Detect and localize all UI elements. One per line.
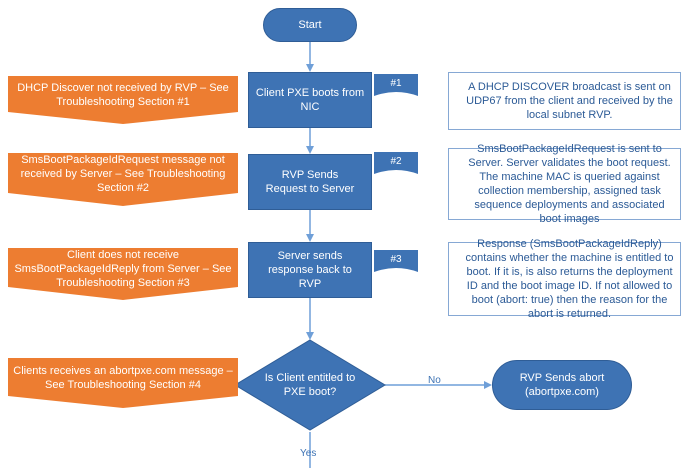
- note-1: A DHCP DISCOVER broadcast is sent on UDP…: [455, 72, 681, 130]
- start-terminator: Start: [263, 8, 357, 42]
- tag-label-2: #2: [390, 156, 402, 167]
- problem-shape-4: [8, 358, 238, 408]
- edge-label-yes: Yes: [300, 448, 317, 459]
- tag-shape-2: [374, 152, 418, 174]
- note-3: Response (SmsBootPackageIdReply) contain…: [455, 238, 681, 320]
- problem-text-1: DHCP Discover not received by RVP – See …: [17, 82, 229, 108]
- tag-label-3: #3: [390, 254, 402, 265]
- problem-text-4: Clients receives an abortpxe.com message…: [13, 365, 233, 391]
- note-bracket-1: [448, 72, 456, 130]
- decision-diamond: [234, 339, 386, 431]
- problem-text-2: SmsBootPackageIdRequest message not rece…: [20, 154, 226, 194]
- problem-shape-2: [8, 153, 238, 206]
- tag-shape-3: [374, 250, 418, 272]
- tag-shape-1: [374, 74, 418, 96]
- edge-label-no: No: [428, 375, 441, 386]
- note-bracket-3: [448, 242, 456, 316]
- abort-terminator: RVP Sends abort (abortpxe.com): [492, 360, 632, 410]
- note-2: SmsBootPackageIdRequest is sent to Serve…: [455, 143, 681, 225]
- problem-shape-1: [8, 76, 238, 124]
- note-bracket-2: [448, 148, 456, 220]
- step-pxe-boot: Client PXE boots from NIC: [248, 72, 372, 128]
- tag-label-1: #1: [390, 78, 402, 89]
- step-server-response: Server sends response back to RVP: [248, 242, 372, 298]
- problem-text-3: Client does not receive SmsBootPackageId…: [14, 249, 232, 289]
- decision-label: Is Client entitled to PXE boot?: [264, 372, 356, 398]
- problem-shape-3: [8, 248, 238, 300]
- step-rvp-request: RVP Sends Request to Server: [248, 154, 372, 210]
